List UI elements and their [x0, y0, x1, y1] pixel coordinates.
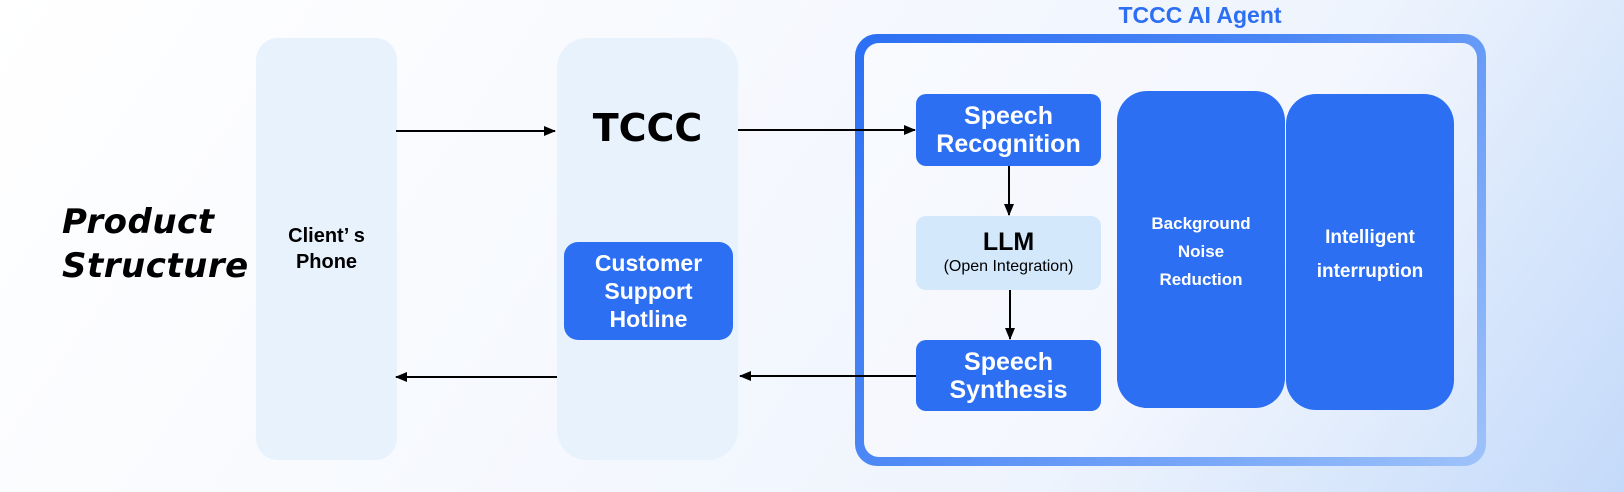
- ai-agent-group-label: TCCC AI Agent: [1118, 2, 1282, 28]
- diagram-title: Product Structure: [62, 200, 249, 288]
- speech-recognition-node: Speech Recognition: [916, 94, 1101, 166]
- speech-synthesis-node: Speech Synthesis: [916, 340, 1101, 411]
- noise-reduction-label-line-3: Reduction: [1159, 270, 1243, 289]
- client-phone-label-line-2: Phone: [295, 251, 358, 273]
- hotline-label-line-1: Customer: [594, 250, 703, 276]
- intelligent-interruption-node: Intelligent interruption: [1286, 94, 1454, 410]
- noise-reduction-node: Background Noise Reduction: [1117, 91, 1285, 408]
- speech-recognition-label-line-1: Speech: [964, 102, 1053, 130]
- customer-support-hotline-node: Customer Support Hotline: [564, 242, 733, 340]
- noise-reduction-label-line-2: Noise: [1177, 242, 1225, 261]
- interruption-label-line-1: Intelligent: [1325, 227, 1415, 248]
- llm-sublabel: (Open Integration): [943, 258, 1074, 275]
- client-phone-label-line-1: Client’ s: [288, 225, 365, 247]
- speech-synthesis-label-line-1: Speech: [964, 347, 1053, 376]
- tccc-node: TCCC Customer Support Hotline: [557, 38, 738, 460]
- hotline-label-line-2: Support: [604, 278, 693, 304]
- speech-recognition-label-line-2: Recognition: [936, 130, 1081, 158]
- noise-reduction-label-line-1: Background: [1151, 214, 1251, 233]
- interruption-label-line-2: interruption: [1316, 261, 1424, 282]
- diagram-title-line-1: Product: [62, 202, 215, 242]
- tccc-label: TCCC: [592, 106, 703, 150]
- hotline-label-line-3: Hotline: [609, 306, 688, 332]
- client-phone-node: Client’ s Phone: [256, 38, 397, 460]
- llm-node: LLM (Open Integration): [916, 216, 1101, 290]
- diagram-title-line-2: Structure: [62, 246, 249, 286]
- llm-label: LLM: [982, 228, 1035, 256]
- speech-synthesis-label-line-2: Synthesis: [949, 375, 1068, 404]
